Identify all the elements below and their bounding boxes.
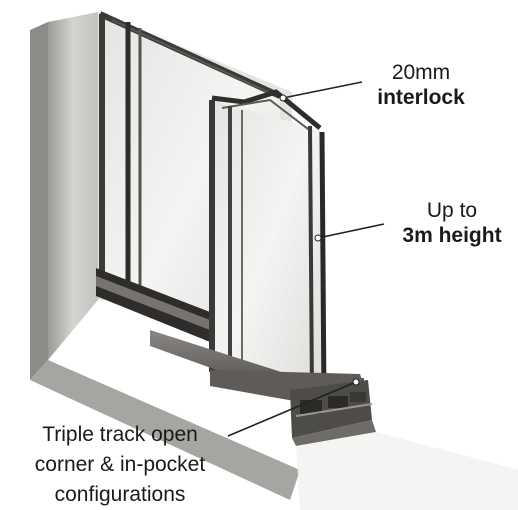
leader-interlock-dot bbox=[279, 94, 287, 102]
callout-interlock: 20mm interlock bbox=[366, 60, 476, 110]
leader-interlock bbox=[282, 81, 363, 99]
callout-track: Triple track open corner & in-pocket con… bbox=[2, 420, 238, 510]
leader-height-dot bbox=[314, 234, 322, 242]
leader-track bbox=[227, 381, 357, 437]
callout-height-line2: 3m height bbox=[402, 224, 502, 247]
callout-height-line1: Up to bbox=[426, 199, 478, 222]
callout-track-line3: configurations bbox=[54, 483, 186, 506]
leader-lines bbox=[227, 81, 385, 437]
callout-track-line2: corner & in-pocket bbox=[34, 453, 206, 476]
leader-track-dot bbox=[352, 378, 360, 386]
leader-height bbox=[317, 223, 385, 239]
callout-interlock-line2: interlock bbox=[377, 86, 465, 109]
callout-track-line1: Triple track open bbox=[42, 423, 198, 446]
callout-height: Up to 3m height bbox=[386, 198, 518, 248]
callout-interlock-line1: 20mm bbox=[391, 61, 451, 84]
back-sash bbox=[96, 11, 282, 375]
